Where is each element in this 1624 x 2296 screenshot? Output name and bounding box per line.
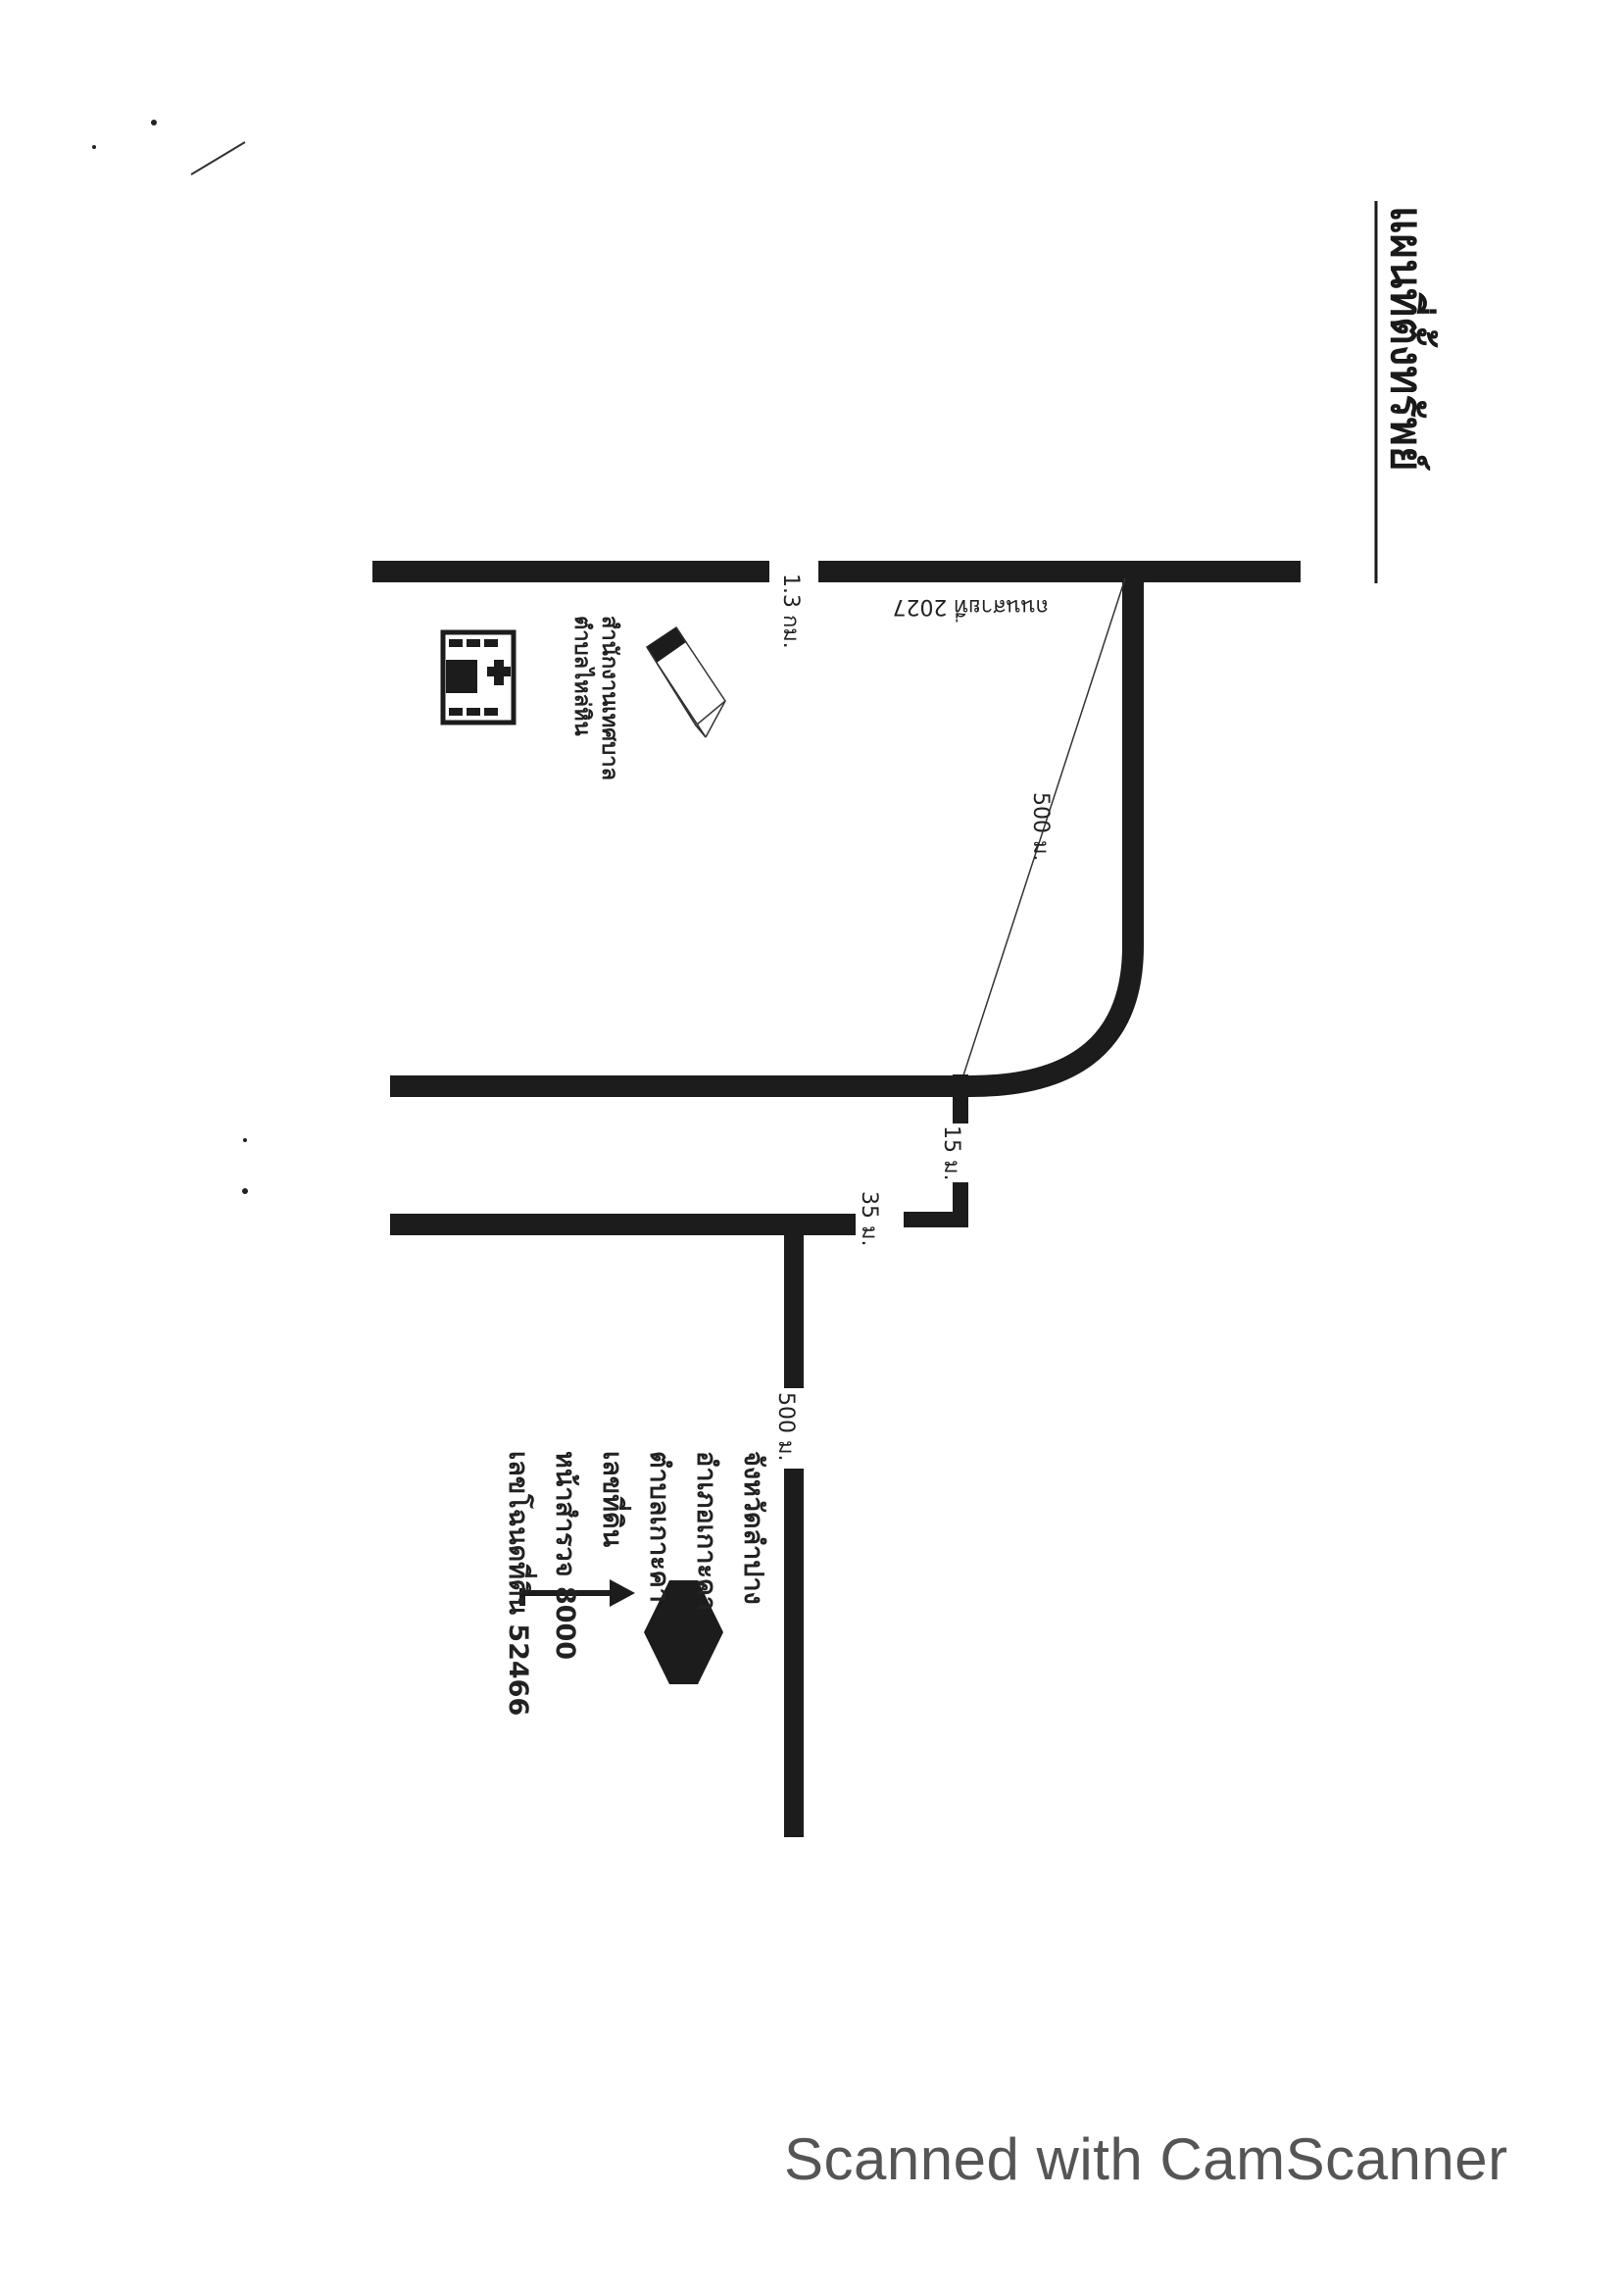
distance-500m-bottom: 500 ม.: [773, 1392, 798, 1461]
road-name-label: ถนนสายที่ 2027: [892, 594, 1049, 623]
scan-specks: [92, 120, 248, 1194]
road-curve: [390, 572, 1144, 1097]
diagonal-measure-line: [961, 577, 1126, 1079]
road-top-left-segment: [372, 561, 769, 582]
office-label-1: สำนักงานเทศบาล: [597, 616, 621, 780]
hospital-building-icon: [440, 629, 517, 725]
address-line-1: เลขโฉนดที่ดิน 52466: [503, 1451, 538, 1716]
road-name-group: ถนนสายที่ 2027: [892, 594, 1049, 623]
office-label-2: ตำบลไหล่หิน: [569, 616, 596, 736]
label-500m-diag-group: 500 ม.: [1028, 792, 1053, 861]
hexagon-marker-icon: [644, 1580, 723, 1684]
road-vertical-lower: [784, 1469, 804, 1837]
map-title: แผนที่ตั้งทรัพย์: [1381, 206, 1439, 472]
label-500m-bottom-group: 500 ม.: [773, 1392, 798, 1461]
arrow-to-property: [519, 1579, 635, 1607]
scanner-watermark: Scanned with CamScanner: [784, 2126, 1508, 2192]
address-line-2: หน้าสำรวจ 8000: [550, 1451, 580, 1660]
road-top-right-segment: [818, 561, 1301, 582]
address-line-4: ตำบลเกาะคา: [644, 1451, 674, 1603]
connector-35m: [904, 1212, 968, 1227]
box-3d-icon: [645, 625, 726, 738]
address-line-3: เลขที่ดิน: [597, 1451, 632, 1548]
distance-15m: 15 ม.: [939, 1125, 963, 1180]
road-lower: [390, 1214, 856, 1235]
label-35m-group: 35 ม.: [857, 1191, 881, 1246]
label-15m-group: 15 ม.: [939, 1125, 963, 1180]
connector-15m-a: [953, 1074, 968, 1123]
address-block: เลขโฉนดที่ดิน 52466 หน้าสำรวจ 8000 เลขที…: [503, 1451, 768, 1716]
distance-35m: 35 ม.: [857, 1191, 881, 1246]
label-1-3km-group: 1.3 กม.: [778, 574, 803, 649]
distance-500m-diagonal: 500 ม.: [1028, 792, 1053, 861]
distance-1-3km: 1.3 กม.: [778, 574, 803, 649]
office-label-group: สำนักงานเทศบาล ตำบลไหล่หิน: [569, 616, 621, 780]
road-vertical-upper: [784, 1223, 804, 1388]
map-title-group: แผนที่ตั้งทรัพย์: [1381, 206, 1439, 472]
address-line-5: อำเภอเกาะคา: [691, 1451, 721, 1611]
address-line-6: จังหวัดลำปาง: [738, 1451, 768, 1605]
